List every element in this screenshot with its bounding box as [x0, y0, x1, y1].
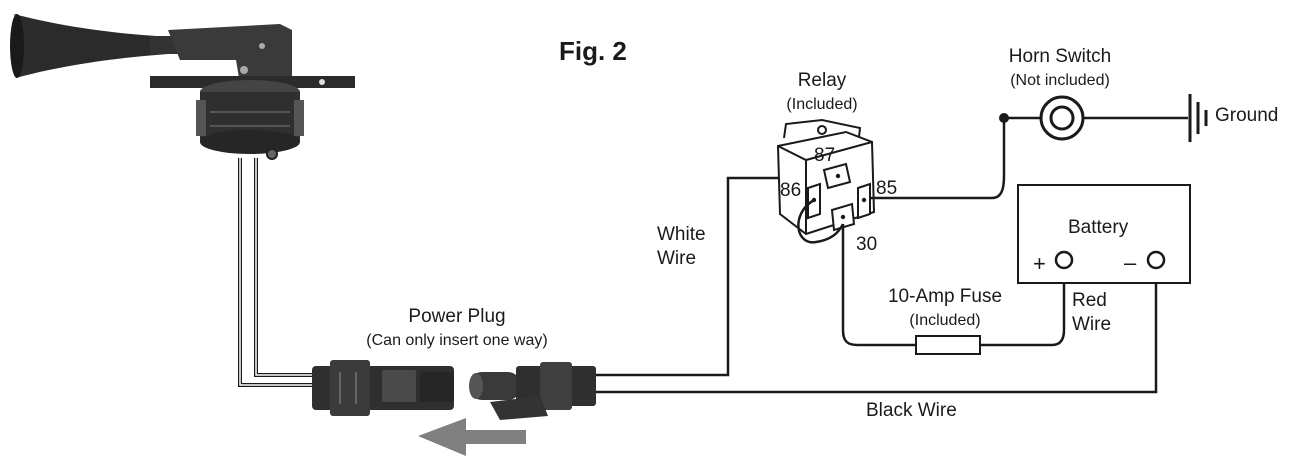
insert-direction-arrow	[418, 418, 526, 456]
fuse-label: 10-Amp Fuse	[887, 286, 1003, 307]
black-wire	[596, 266, 1158, 394]
horn-switch-note: (Not included)	[1010, 72, 1110, 89]
battery-plus-label: +	[1033, 251, 1046, 276]
black-wire-label: Black Wire	[866, 400, 957, 421]
power-plug-left	[312, 360, 454, 416]
ground-label: Ground	[1215, 105, 1279, 126]
power-plug-right	[469, 362, 596, 420]
switch-wire	[870, 118, 1006, 200]
horn-leads-highlight	[239, 158, 312, 386]
red-wire-label-1: Red	[1072, 290, 1107, 311]
horn-switch	[1039, 95, 1085, 141]
white-wire-label-2: Wire	[657, 248, 697, 269]
relay-terminal-30: 30	[856, 234, 878, 255]
relay-terminal-86: 86	[780, 180, 802, 201]
fuse	[915, 335, 981, 355]
relay-jumper	[797, 198, 845, 244]
relay-terminal-dots	[811, 173, 867, 220]
white-wire-label-1: White	[657, 224, 706, 245]
ground-icon	[1188, 94, 1208, 142]
relay-body	[776, 118, 876, 236]
relay-label: Relay	[797, 70, 847, 91]
horn-leads	[238, 158, 312, 387]
relay-note: (Included)	[786, 96, 858, 113]
relay-terminal-85: 85	[876, 178, 898, 199]
relay-terminal-87: 87	[814, 145, 836, 166]
power-plug-note: (Can only insert one way)	[366, 332, 548, 349]
red-wire	[980, 266, 1066, 347]
fuse-note: (Included)	[909, 312, 981, 329]
battery-positive-terminal	[1054, 250, 1074, 270]
figure-title: Fig. 2	[559, 36, 627, 66]
air-horn	[10, 14, 355, 160]
horn-switch-label: Horn Switch	[1008, 46, 1112, 67]
battery-negative-terminal	[1146, 250, 1166, 270]
battery-label: Battery	[1068, 217, 1129, 238]
fuse-wire	[841, 224, 916, 347]
red-wire-label-2: Wire	[1072, 314, 1112, 335]
battery-minus-label: –	[1124, 250, 1137, 275]
power-plug-label: Power Plug	[408, 306, 506, 327]
